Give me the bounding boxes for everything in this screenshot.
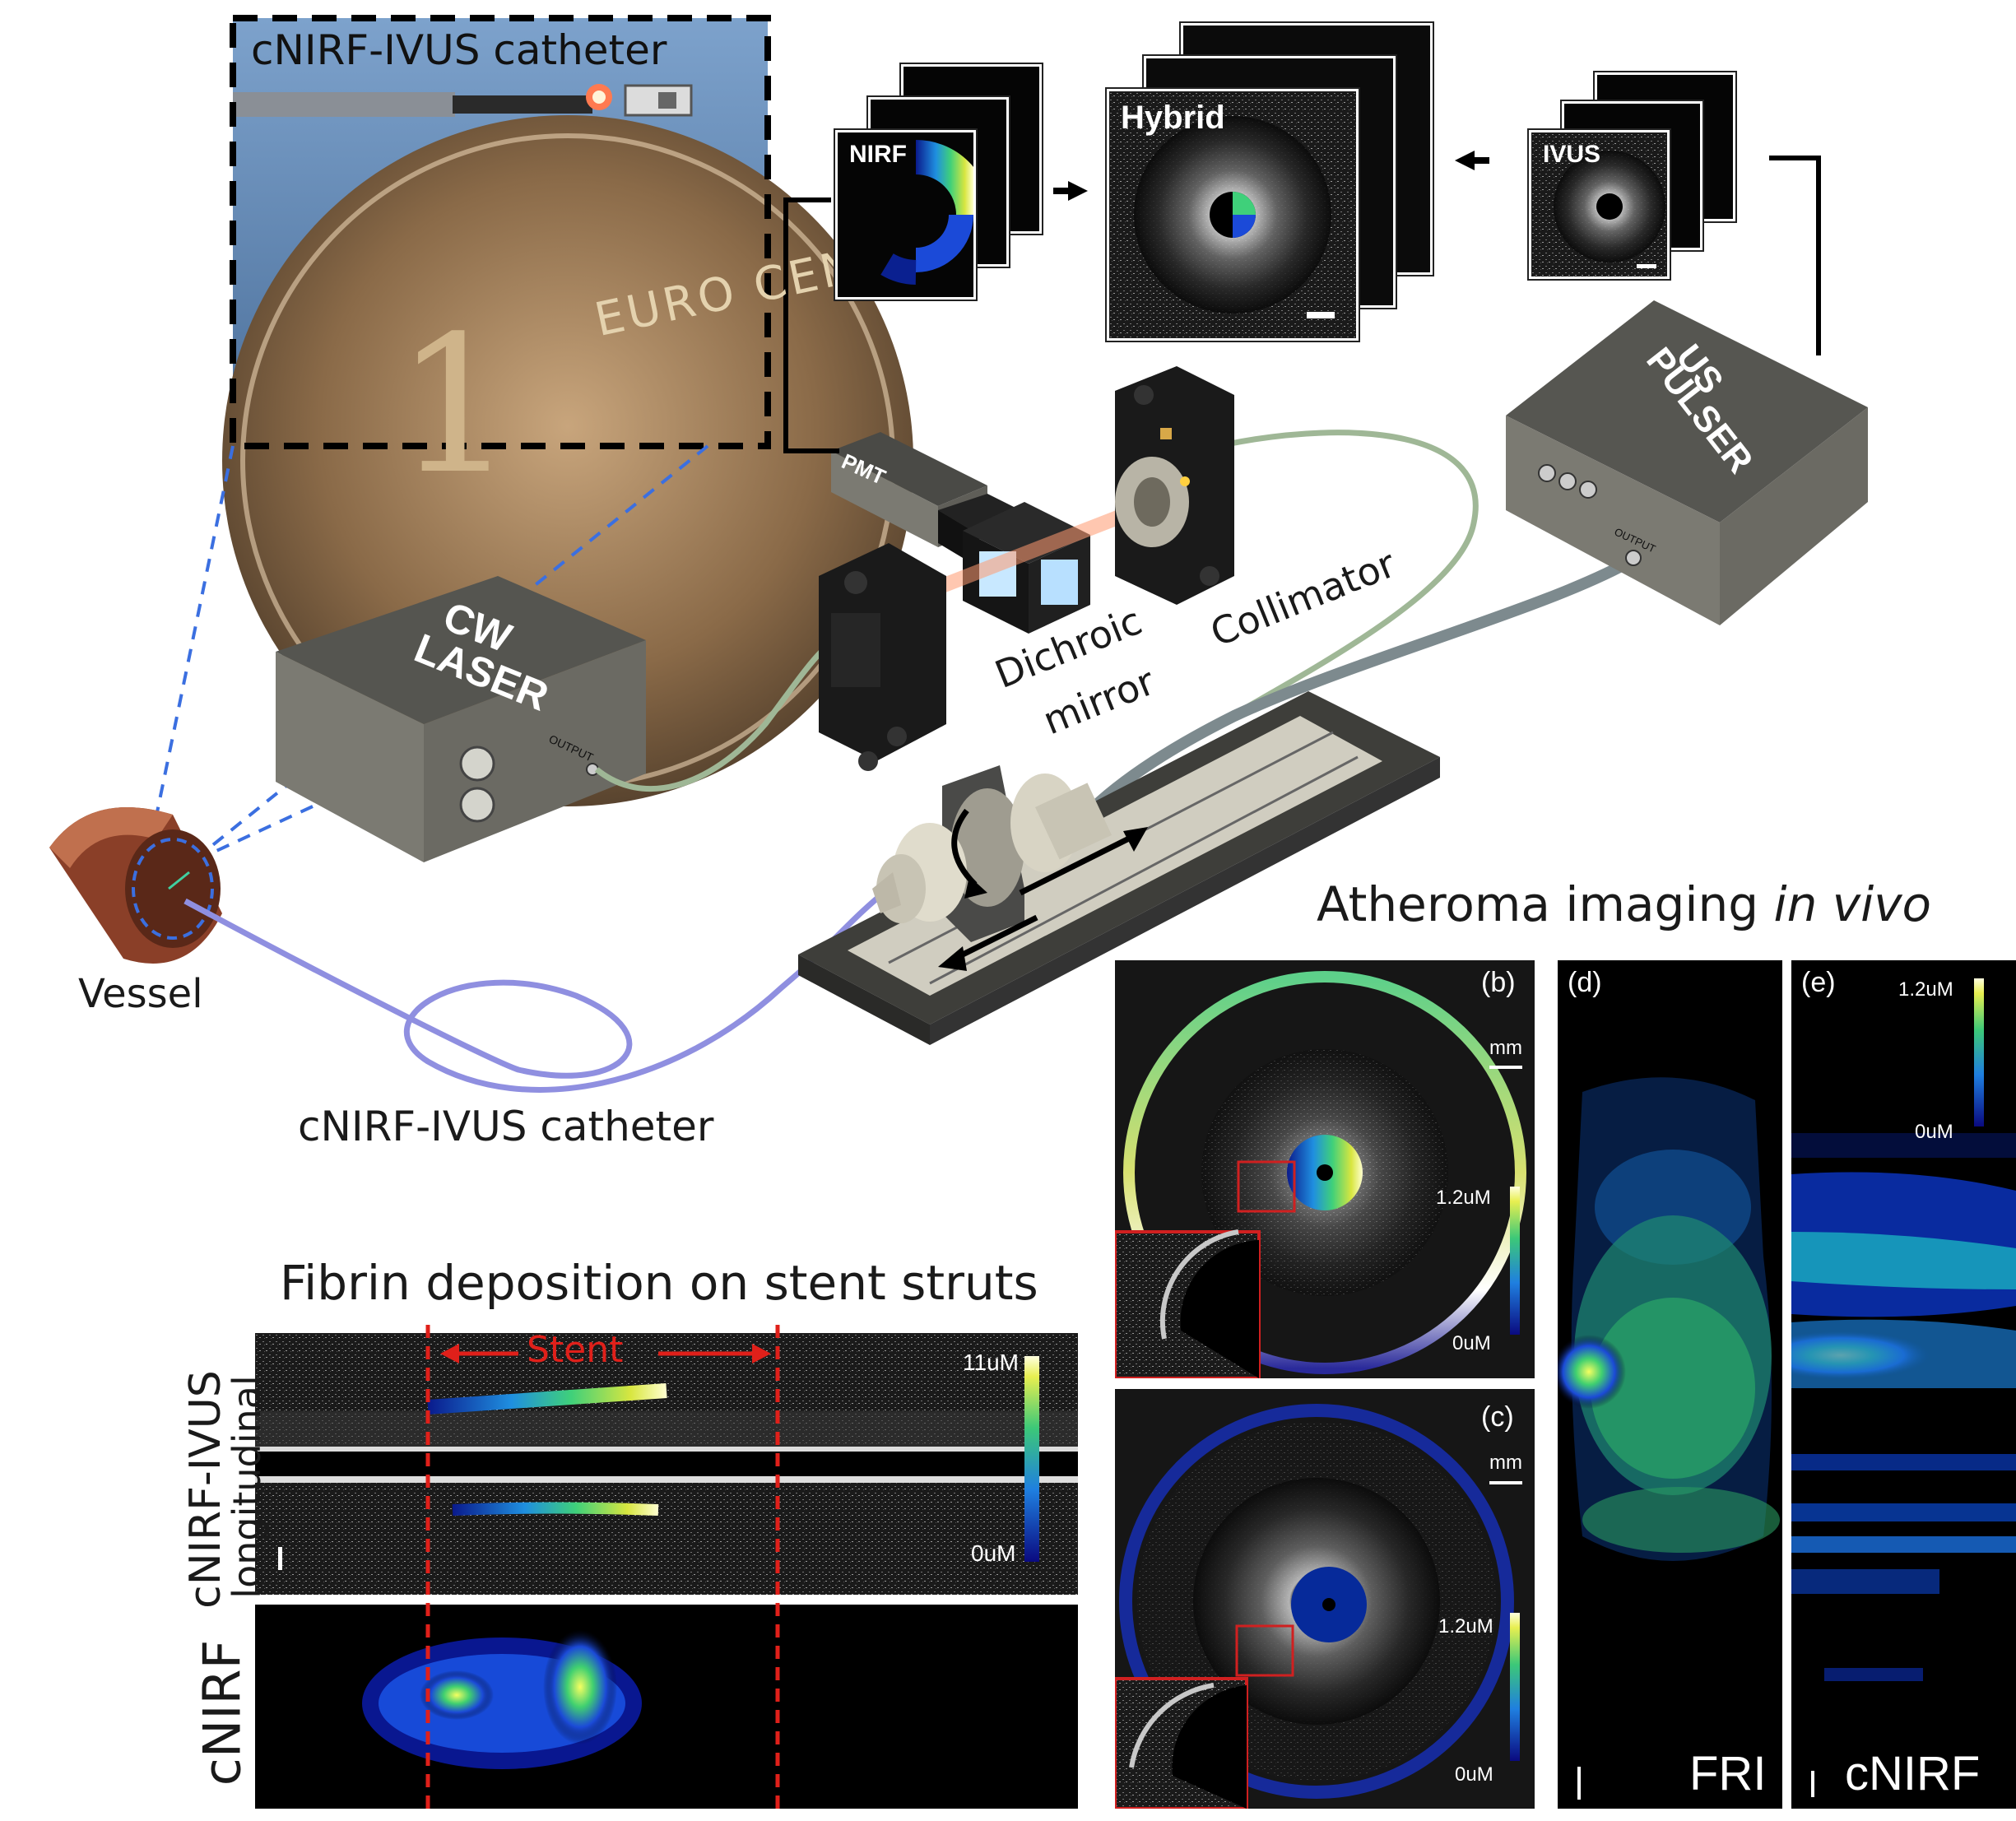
mirror-mount-left: [819, 543, 946, 771]
panel-c-letter: (c): [1481, 1401, 1514, 1433]
pmt-detector: [831, 432, 1029, 568]
nirf-image-stack: NIRF: [835, 64, 1057, 300]
fibrin-title: Fibrin deposition on stent struts: [280, 1255, 1038, 1311]
catheter-label: cNIRF-IVUS catheter: [298, 1103, 714, 1150]
coin-digit: 1: [395, 296, 516, 516]
cw-laser-box: [276, 576, 646, 862]
stent-label: Stent: [527, 1329, 624, 1371]
zoom-line-left: [146, 445, 235, 857]
pullback-stage: [798, 691, 1440, 1045]
panel-b-scale-unit: mm: [1489, 1037, 1522, 1059]
hybrid-image-stack: Hybrid: [1107, 23, 1436, 341]
catheter-fiber: [183, 886, 891, 1093]
cnirf-longitudinal-panel: [255, 1605, 1078, 1809]
fibrin-ylabel-line1: cNIRF-IVUS: [181, 1370, 230, 1609]
panel-b-letter: (b): [1481, 967, 1516, 998]
ivus-image-stack: IVUS: [1529, 72, 1735, 279]
pulser-cable: [1082, 554, 1637, 819]
nirf-stack-label: NIRF: [849, 141, 907, 168]
panel-e: (e) 1.2uM 0uM cNIRF: [1791, 960, 2016, 1809]
panel-d-letter: (d): [1568, 967, 1602, 998]
fibrin-ylabel-bottom: cNIRF: [192, 1639, 253, 1786]
panel-b: (b) mm 1.2uM 0uM: [1115, 960, 1535, 1378]
laser-fiber: [594, 648, 825, 792]
panel-e-name: cNIRF: [1845, 1747, 1981, 1800]
panel-b-cmin: 0uM: [1452, 1332, 1491, 1354]
fibrin-cmax: 11uM: [963, 1349, 1019, 1375]
panel-c: (c) mm 1.2uM 0uM: [1115, 1389, 1535, 1809]
panel-d: (d) FRI: [1558, 960, 1782, 1809]
fibrin-ylabel-line2: longitudinal: [225, 1375, 269, 1599]
panel-e-letter: (e): [1801, 967, 1836, 998]
longitudinal-ivus-panel: 11uM 0uM: [255, 1333, 1078, 1595]
panel-e-cmin: 0uM: [1915, 1121, 1953, 1143]
panel-b-cmax: 1.2uM: [1436, 1187, 1491, 1209]
ivus-stack-label: IVUS: [1543, 141, 1601, 168]
collimator-mount: [1115, 366, 1234, 605]
panel-c-cmax: 1.2uM: [1438, 1615, 1493, 1638]
vessel-label: Vessel: [78, 971, 203, 1017]
photo-title: cNIRF-IVUS catheter: [251, 26, 667, 74]
pmt-to-nirf-line: [783, 197, 839, 453]
fibrin-cmin: 0uM: [971, 1540, 1016, 1566]
pulser-to-ivus-line: [1769, 156, 1821, 355]
panel-c-scale-unit: mm: [1489, 1452, 1522, 1474]
atheroma-title: Atheroma imaging in vivo: [1317, 876, 1931, 932]
hybrid-stack-label: Hybrid: [1121, 100, 1225, 136]
panel-e-cmax: 1.2uM: [1898, 978, 1953, 1001]
panel-c-cmin: 0uM: [1455, 1763, 1493, 1786]
arrow-nirf-to-hybrid: [1068, 181, 1088, 201]
atheroma-title-main: Atheroma imaging: [1317, 876, 1774, 932]
panel-d-name: FRI: [1689, 1747, 1767, 1800]
atheroma-title-italic: in vivo: [1773, 876, 1932, 932]
us-pulser-box: [1506, 300, 1868, 625]
vessel-segment: [49, 807, 222, 964]
arrow-ivus-to-hybrid: [1455, 151, 1475, 170]
